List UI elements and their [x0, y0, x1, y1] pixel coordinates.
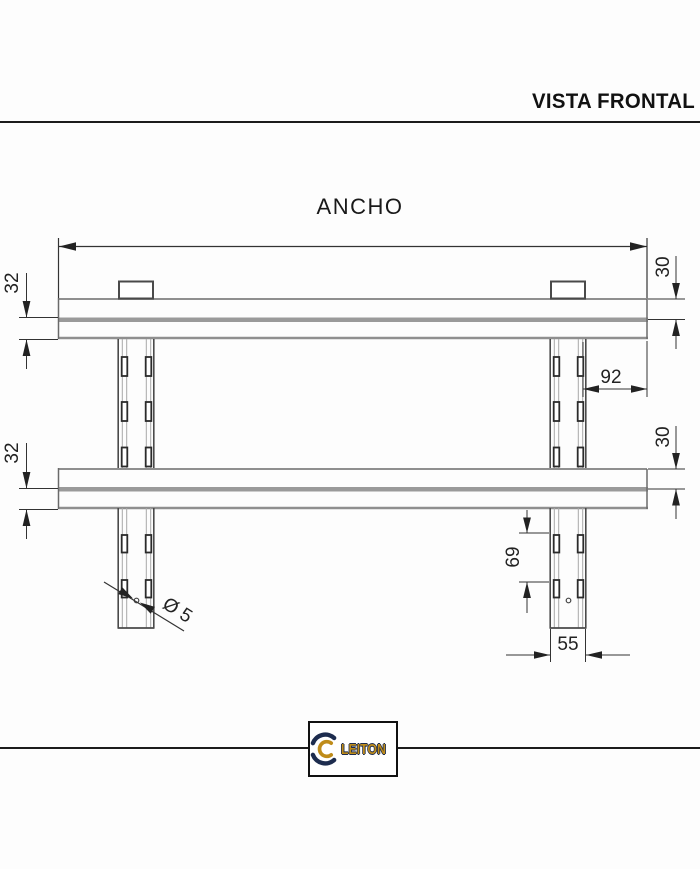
dim-32-bottom — [19, 443, 58, 539]
post-right-hole — [565, 597, 572, 604]
dim-label-69: 69 — [503, 546, 524, 568]
logo-mark — [310, 732, 337, 766]
dim-92 — [582, 341, 648, 397]
width-label: ANCHO — [316, 194, 404, 219]
dim-30-bottom — [648, 426, 685, 519]
dim-55 — [506, 629, 630, 662]
dim-label-32-bottom: 32 — [2, 442, 23, 464]
dim-69 — [519, 510, 549, 613]
title-rule — [0, 121, 700, 123]
shelf-bottom — [57, 468, 648, 510]
dim-label-32-top: 32 — [2, 272, 23, 294]
dim-label-55: 55 — [557, 634, 579, 655]
hole-callout-leader — [103, 581, 185, 632]
post-right — [549, 280, 587, 629]
post-left-slots — [120, 356, 153, 599]
dim-30-top — [648, 256, 685, 349]
logo-box: LEITON — [308, 721, 398, 777]
dim-label-30-bottom: 30 — [653, 426, 674, 448]
post-left — [117, 280, 155, 629]
dim-label-92: 92 — [600, 367, 622, 388]
shelf-top — [57, 298, 648, 340]
ancho-dimension — [57, 238, 648, 299]
page-title: VISTA FRONTAL — [532, 90, 695, 113]
dim-label-30-top: 30 — [653, 256, 674, 278]
dim-32-top — [19, 273, 58, 369]
post-right-slots — [552, 356, 585, 599]
logo-text: LEITON — [341, 740, 387, 758]
